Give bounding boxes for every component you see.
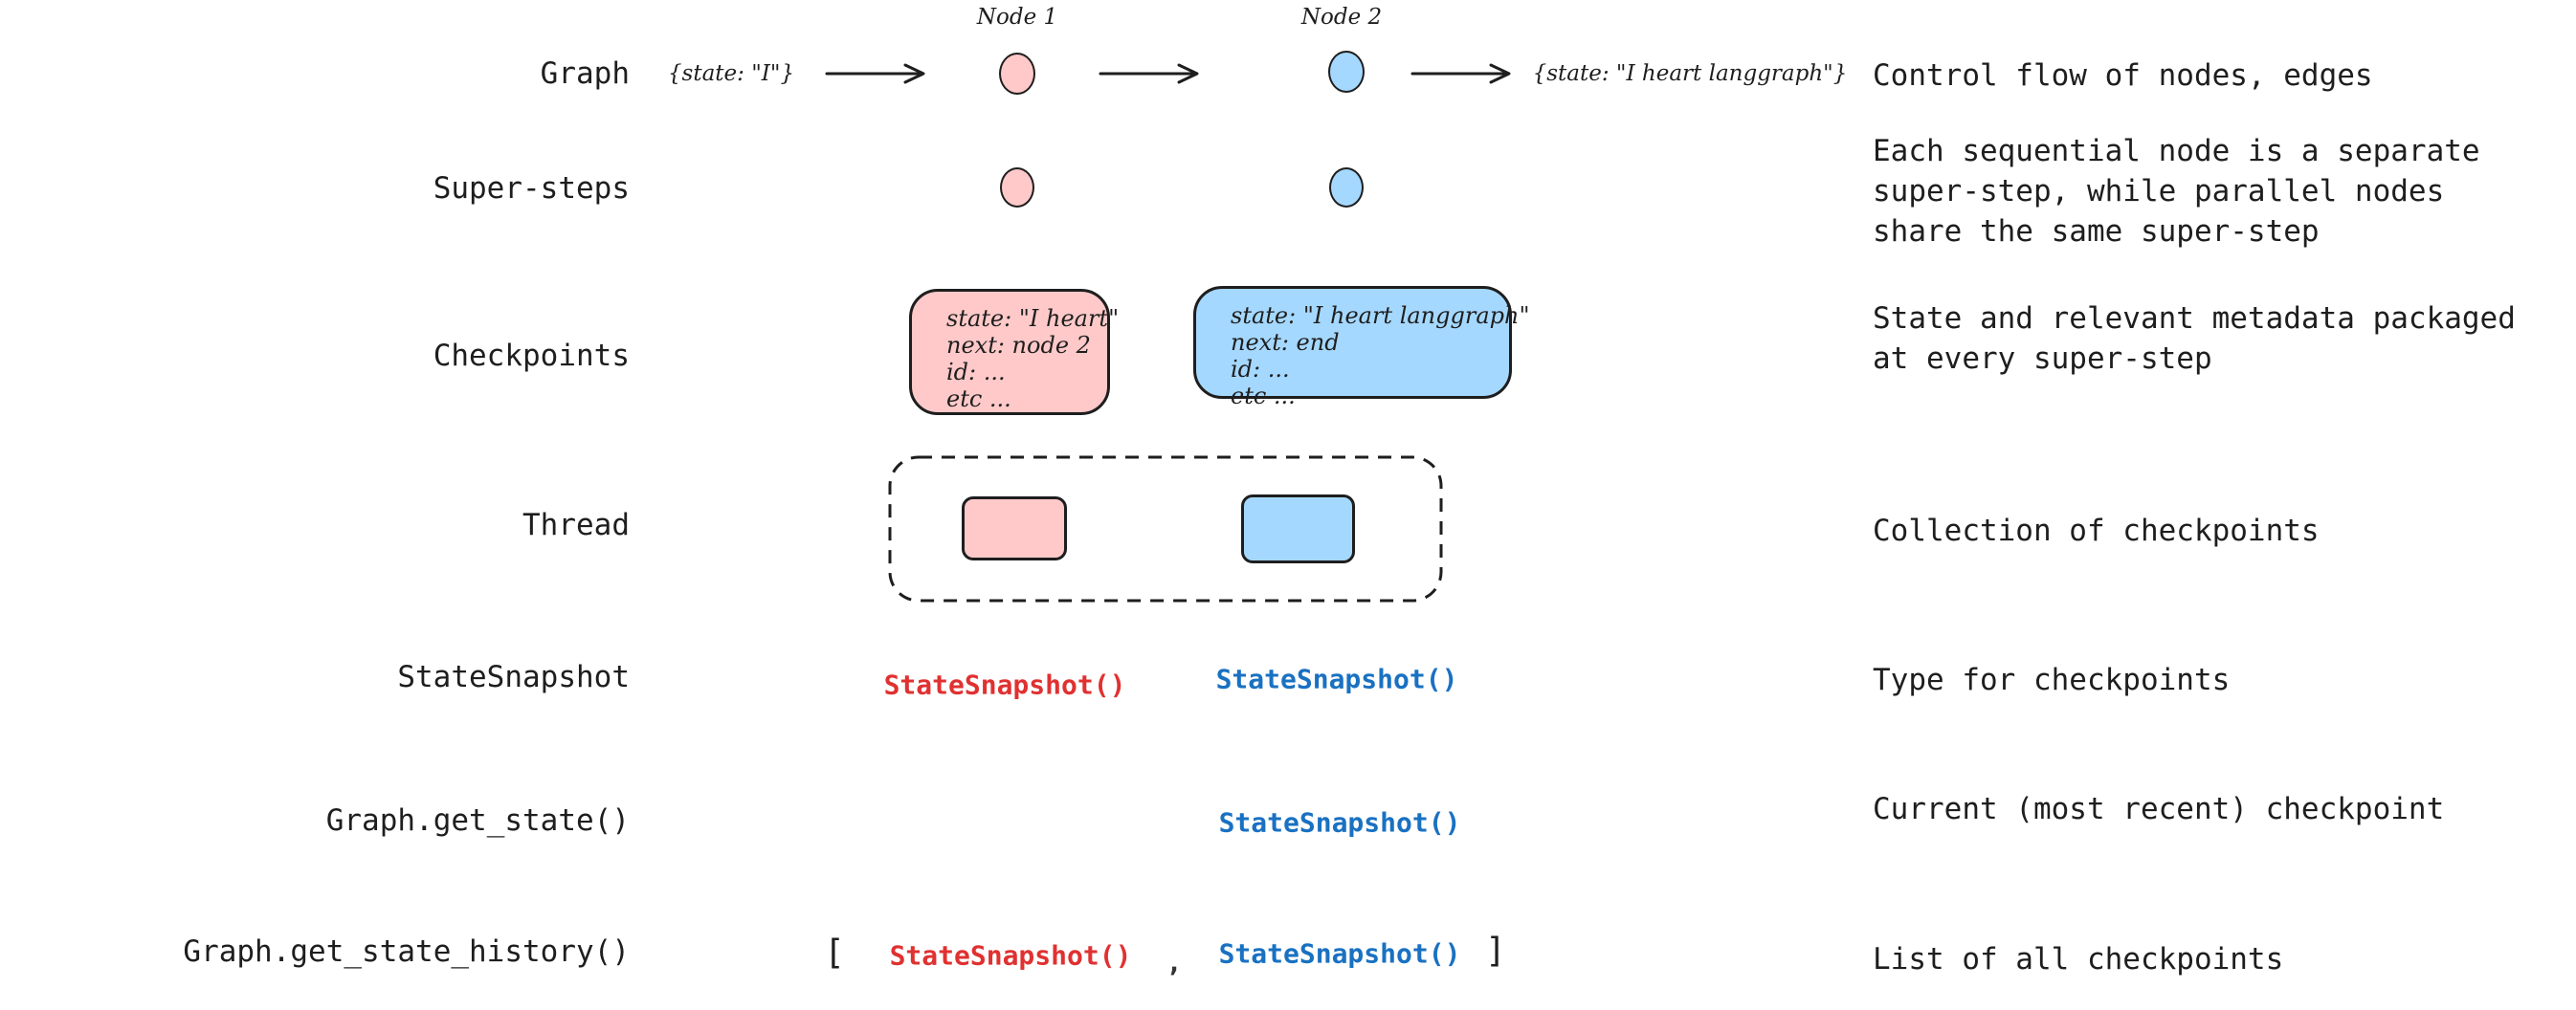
node2-label: Node 2 xyxy=(1300,5,1383,30)
comma-separator: , xyxy=(1166,946,1183,978)
checkpoint-line: state: "I heart langgraph" xyxy=(1231,302,1530,329)
get-state-history-red-call: StateSnapshot() xyxy=(889,939,1132,972)
checkpoint-line: id: ... xyxy=(1231,356,1290,383)
super-steps-description-line: super-step, while parallel nodes xyxy=(1873,174,2445,209)
thread-description: Collection of checkpoints xyxy=(1873,514,2320,548)
row-label-checkpoints: Checkpoints xyxy=(433,339,630,373)
row-label-thread: Thread xyxy=(522,508,630,542)
state-snapshot-blue-call: StateSnapshot() xyxy=(1215,663,1458,695)
checkpoint-line: id: ... xyxy=(946,359,1006,385)
row-label-graph: Graph xyxy=(540,56,630,91)
graph-input-state-text: {state: "I"} xyxy=(667,61,795,86)
get-state-history-description: List of all checkpoints xyxy=(1873,942,2284,977)
get-state-description: Current (most recent) checkpoint xyxy=(1873,792,2445,826)
arrow-icon xyxy=(1410,63,1511,84)
arrow-icon xyxy=(1099,63,1199,84)
checkpoints-description: State and relevant metadata packaged at … xyxy=(1873,298,2516,379)
state-snapshot-description: Type for checkpoints xyxy=(1873,663,2231,697)
row-label-get-state: Graph.get_state() xyxy=(325,803,630,838)
row-label-super-steps: Super-steps xyxy=(433,171,630,206)
get-state-blue-call: StateSnapshot() xyxy=(1218,806,1461,839)
arrow-icon xyxy=(825,63,925,84)
open-bracket: [ xyxy=(824,933,845,973)
checkpoint-box-node2: state: "I heart langgraph" next: end id:… xyxy=(1193,286,1530,409)
state-snapshot-red-call: StateSnapshot() xyxy=(883,669,1126,701)
superstep-node1-circle xyxy=(1000,167,1034,208)
close-bracket: ] xyxy=(1485,931,1506,971)
node1-label: Node 1 xyxy=(976,5,1058,30)
row-label-get-state-history: Graph.get_state_history() xyxy=(183,934,630,969)
get-state-history-blue-call: StateSnapshot() xyxy=(1218,937,1461,970)
graph-output-state-text: {state: "I heart langgraph"} xyxy=(1532,61,1848,86)
thread-checkpoint-blue xyxy=(1241,494,1355,563)
checkpoint-line: etc ... xyxy=(1231,383,1296,409)
superstep-node2-circle xyxy=(1329,167,1364,208)
row-label-state-snapshot: StateSnapshot xyxy=(397,660,630,694)
graph-description: Control flow of nodes, edges xyxy=(1873,58,2373,93)
super-steps-description-line: Each sequential node is a separate xyxy=(1873,134,2480,168)
node2-circle xyxy=(1328,51,1365,93)
thread-checkpoint-pink xyxy=(962,496,1067,560)
checkpoints-description-line: State and relevant metadata packaged xyxy=(1873,301,2516,336)
checkpoint-line: state: "I heart" xyxy=(946,305,1120,332)
thread-dashed-boundary xyxy=(888,455,1443,603)
super-steps-description-line: share the same super-step xyxy=(1873,214,2320,249)
checkpoints-description-line: at every super-step xyxy=(1873,341,2212,376)
checkpoint-line: next: node 2 xyxy=(946,332,1091,359)
super-steps-description: Each sequential node is a separate super… xyxy=(1873,131,2480,252)
node1-circle xyxy=(999,53,1035,95)
checkpoint-line: etc ... xyxy=(946,385,1011,412)
checkpoint-box-node1: state: "I heart" next: node 2 id: ... et… xyxy=(909,289,1120,415)
checkpoint-line: next: end xyxy=(1231,329,1340,356)
